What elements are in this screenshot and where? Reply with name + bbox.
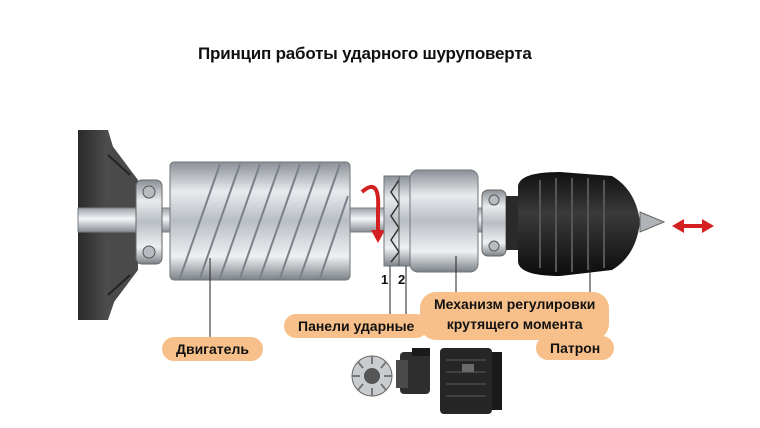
rotation-arrow-icon <box>360 185 385 243</box>
rear-bearing <box>135 179 163 265</box>
torque-mechanism-label: Механизм регулировки крутящего момента <box>420 292 610 340</box>
chuck-label: Патрон <box>536 336 615 360</box>
front-bearing <box>481 189 507 257</box>
torque-mechanism-label-line2: крутящего момента <box>446 316 583 332</box>
impact-gear-part <box>351 355 393 397</box>
page-title: Принцип работы ударного шуруповерта <box>198 44 532 63</box>
impact-panels-label: Панели ударные <box>284 314 429 338</box>
drill-chuck <box>506 172 666 276</box>
impact-anvil-part <box>396 348 430 394</box>
torque-collar-part <box>440 348 502 414</box>
panel-number-2: 2 <box>398 272 406 287</box>
motor-armature <box>169 161 351 281</box>
torque-clutch-body <box>409 169 479 273</box>
torque-mechanism-label-line1: Механизм регулировки <box>434 296 596 312</box>
motor-label: Двигатель <box>162 337 263 361</box>
axial-movement-arrow-icon <box>672 219 714 233</box>
impact-panels <box>383 175 415 267</box>
panel-number-1: 1 <box>381 272 389 287</box>
